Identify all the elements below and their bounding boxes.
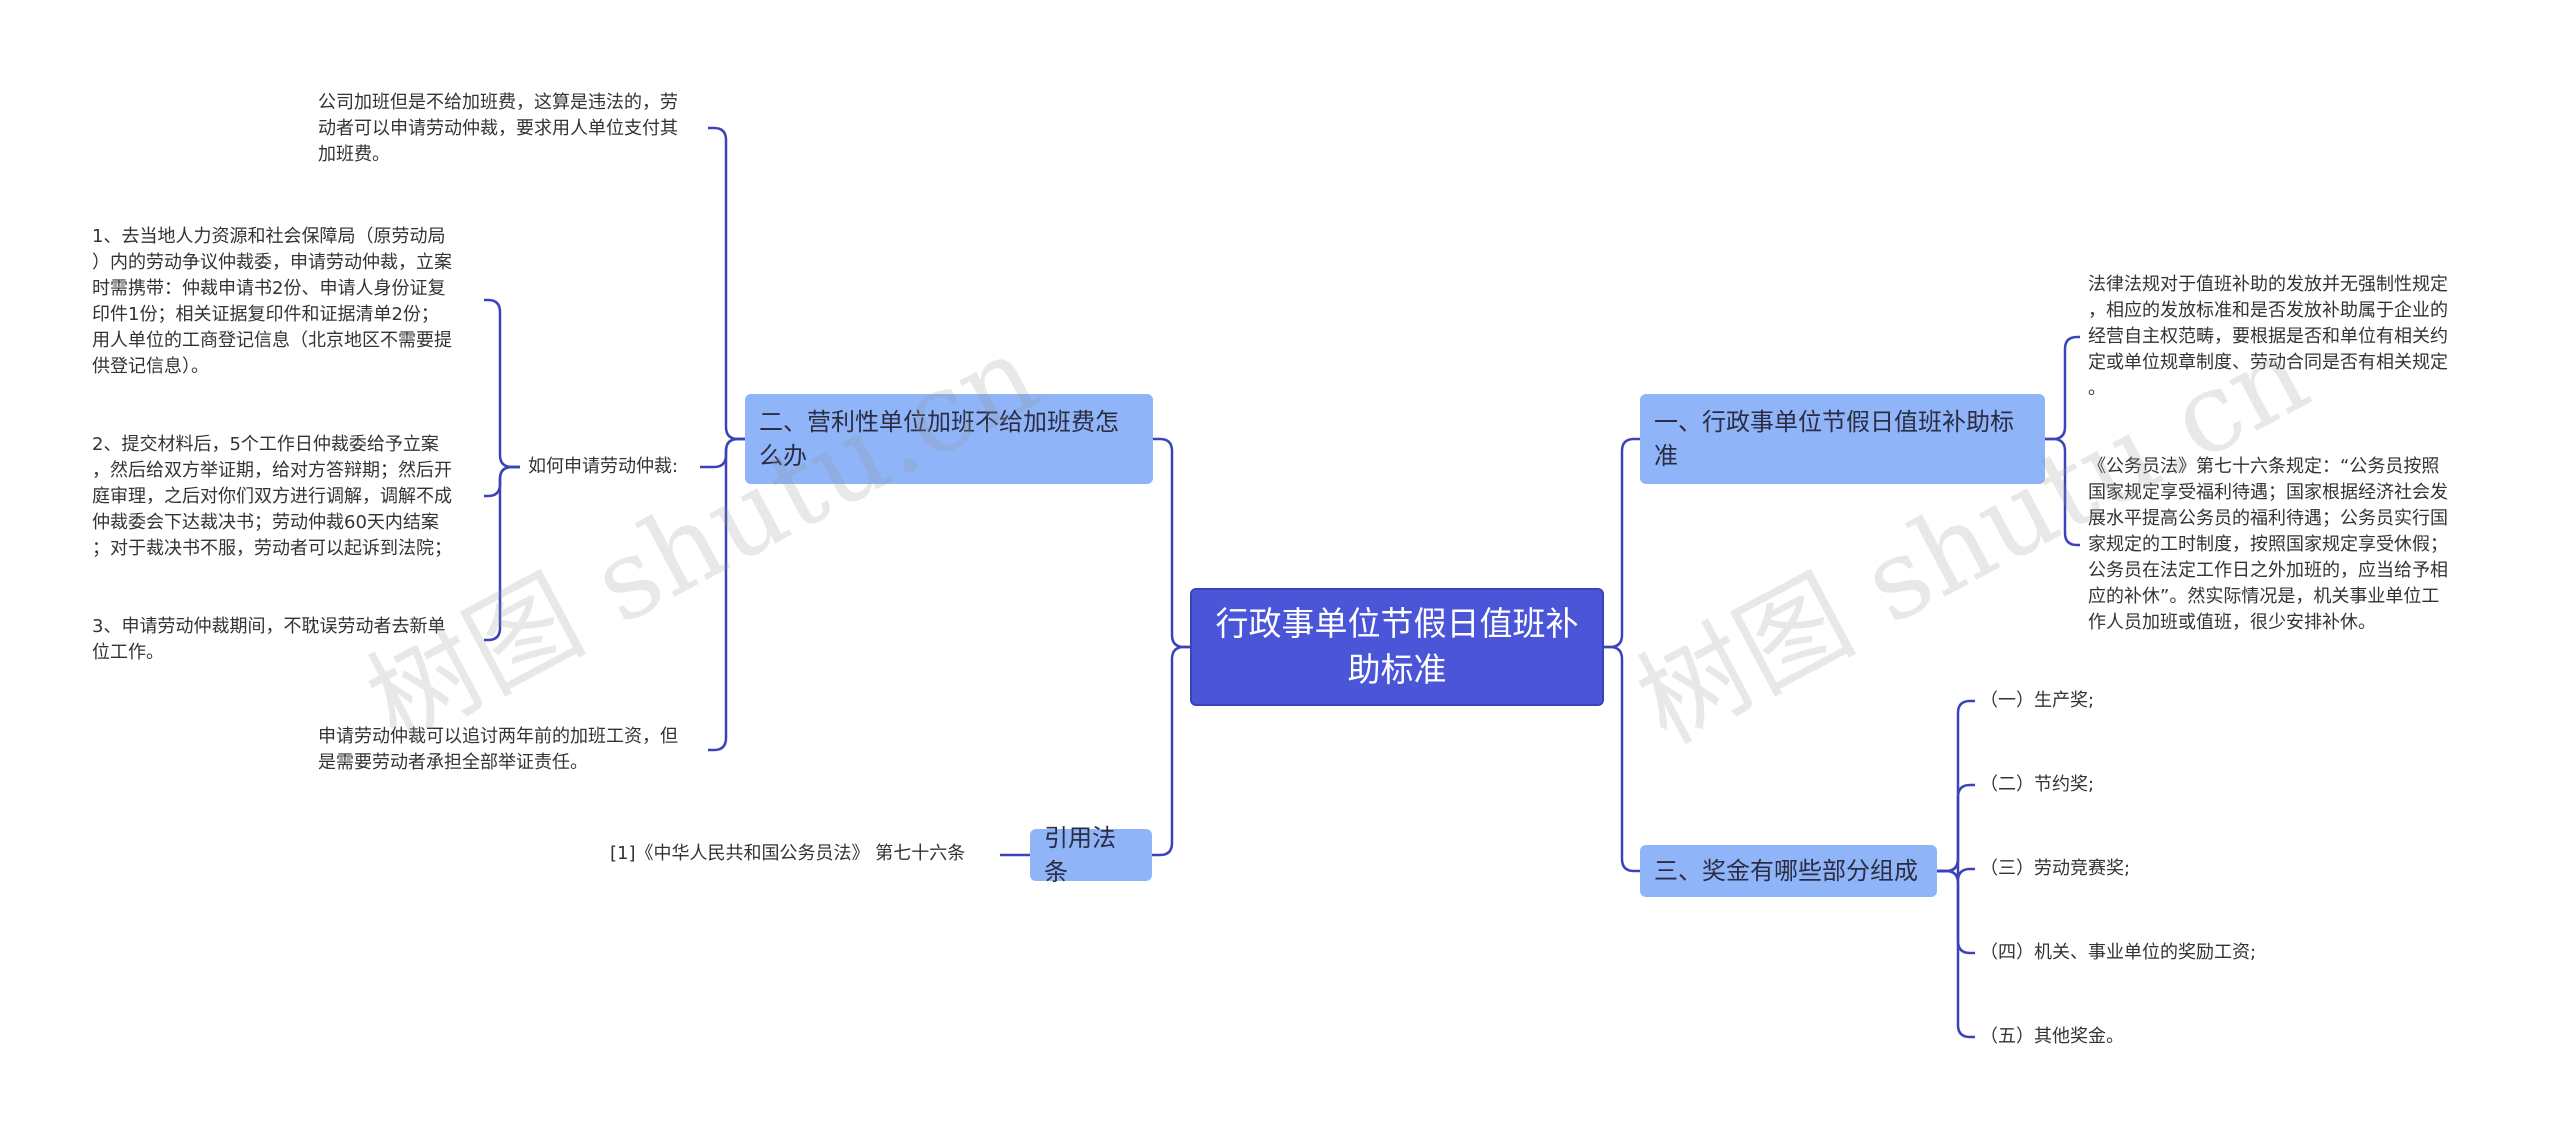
edge-root-to-bonus xyxy=(1604,645,1640,873)
branch-holiday-subsidy-label: 一、行政事单位节假日值班补助标准 xyxy=(1654,408,2014,470)
bonus-item: （五）其他奖金。 xyxy=(1980,1024,2124,1050)
text-line: 公司加班但是不给加班费，这算是违法的，劳 xyxy=(318,92,678,113)
bonus-item: （一）生产奖; xyxy=(1980,688,2094,714)
text-line: 作人员加班或值班，很少安排补休。 xyxy=(2088,612,2376,633)
text-line: 3、申请劳动仲裁期间，不耽误劳动者去新单 xyxy=(92,616,446,637)
text-line: 位工作。 xyxy=(92,642,164,663)
text-line: 公务员在法定工作日之外加班的，应当给予相 xyxy=(2088,560,2448,581)
arbitration-subtopic[interactable]: 如何申请劳动仲裁: xyxy=(528,454,678,480)
text-line: 仲裁委会下达裁决书；劳动仲裁60天内结案 xyxy=(92,512,439,533)
overtime-note-top: 公司加班但是不给加班费，这算是违法的，劳 动者可以申请劳动仲裁，要求用人单位支付… xyxy=(318,90,678,168)
text-line: ，相应的发放标准和是否发放补助属于企业的 xyxy=(2088,300,2448,321)
edge-arbitration-to-step-3 xyxy=(484,465,520,642)
text-line: ，然后给双方举证期，给对方答辩期；然后开 xyxy=(92,460,452,481)
branch-cited-law[interactable]: 引用法条 xyxy=(1030,824,1152,886)
text-line: 动者可以申请劳动仲裁，要求用人单位支付其 xyxy=(318,118,678,139)
civil-servant-law-note: 《公务员法》第七十六条规定：“公务员按照 国家规定享受福利待遇；国家根据经济社会… xyxy=(2088,454,2448,636)
text-line: 用人单位的工商登记信息（北京地区不需要提 xyxy=(92,330,452,351)
branch-cited-law-label: 引用法条 xyxy=(1044,824,1116,886)
text-line: 应的补休”。然实际情况是，机关事业单位工 xyxy=(2088,586,2440,607)
text-line: ；对于裁决书不服，劳动者可以起诉到法院； xyxy=(92,538,452,559)
edge-arbitration-to-step-1 xyxy=(484,298,520,469)
edge-subsidy-to-law xyxy=(2045,437,2080,547)
text-line: 2、提交材料后，5个工作日仲裁委给予立案 xyxy=(92,434,439,455)
arbitration-step-3: 3、申请劳动仲裁期间，不耽误劳动者去新单 位工作。 xyxy=(92,614,445,666)
text-line: 经营自主权范畴，要根据是否和单位有相关约 xyxy=(2088,326,2448,347)
text-line: 是需要劳动者承担全部举证责任。 xyxy=(318,752,588,773)
root-topic[interactable]: 行政事单位节假日值班补助标准 xyxy=(1190,588,1604,706)
edge-root-to-subsidy xyxy=(1604,437,1640,649)
cited-law-item-text: [1]《中华人民共和国公务员法》 第七十六条 xyxy=(610,843,966,864)
edge-subsidy-to-rule xyxy=(2045,335,2080,441)
bonus-item: （四）机关、事业单位的奖励工资; xyxy=(1980,940,2256,966)
bonus-item-text: （三）劳动竞赛奖; xyxy=(1980,858,2131,879)
text-line: 加班费。 xyxy=(318,144,390,165)
text-line: 庭审理，之后对你们双方进行调解，调解不成 xyxy=(92,486,452,507)
subsidy-rule-note: 法律法规对于值班补助的发放并无强制性规定 ，相应的发放标准和是否发放补助属于企业… xyxy=(2088,272,2448,402)
branch-overtime-pay[interactable]: 二、营利性单位加班不给加班费怎么办 xyxy=(745,394,1153,484)
arbitration-subtopic-label: 如何申请劳动仲裁: xyxy=(528,456,679,477)
text-line: 申请劳动仲裁可以追讨两年前的加班工资，但 xyxy=(318,726,678,747)
arbitration-step-2: 2、提交材料后，5个工作日仲裁委给予立案 ，然后给双方举证期，给对方答辩期；然后… xyxy=(92,432,452,562)
text-line: 《公务员法》第七十六条规定：“公务员按照 xyxy=(2088,456,2440,477)
text-line: 印件1份；相关证据复印件和证据清单2份； xyxy=(92,304,439,325)
bonus-item-text: （二）节约奖; xyxy=(1980,774,2095,795)
text-line: 供登记信息）。 xyxy=(92,356,209,377)
branch-overtime-pay-label: 二、营利性单位加班不给加班费怎么办 xyxy=(759,408,1119,470)
text-line: ）内的劳动争议仲裁委，申请劳动仲裁，立案 xyxy=(92,252,452,273)
text-line: 1、去当地人力资源和社会保障局（原劳动局 xyxy=(92,226,446,247)
text-line: 展水平提高公务员的福利待遇；公务员实行国 xyxy=(2088,508,2448,529)
branch-holiday-subsidy[interactable]: 一、行政事单位节假日值班补助标准 xyxy=(1640,394,2045,484)
edge-bonus-to-item-5 xyxy=(1937,869,1975,1039)
text-line: 时需携带：仲裁申请书2份、申请人身份证复 xyxy=(92,278,446,299)
edge-root-to-overtime xyxy=(1153,437,1190,649)
edge-overtime-to-arbitration xyxy=(700,437,745,469)
branch-bonus-components[interactable]: 三、奖金有哪些部分组成 xyxy=(1640,845,1937,897)
bonus-item-text: （一）生产奖; xyxy=(1980,690,2095,711)
edge-bonus-to-item-2 xyxy=(1937,783,1975,873)
text-line: 国家规定享受福利待遇；国家根据经济社会发 xyxy=(2088,482,2448,503)
text-line: 法律法规对于值班补助的发放并无强制性规定 xyxy=(2088,274,2448,295)
text-line: 定或单位规章制度、劳动合同是否有相关规定 xyxy=(2088,352,2448,373)
root-topic-label: 行政事单位节假日值班补助标准 xyxy=(1215,604,1579,689)
bonus-item: （三）劳动竞赛奖; xyxy=(1980,856,2130,882)
bonus-item-text: （五）其他奖金。 xyxy=(1980,1026,2124,1047)
arbitration-step-1: 1、去当地人力资源和社会保障局（原劳动局 ）内的劳动争议仲裁委，申请劳动仲裁，立… xyxy=(92,224,452,380)
branch-bonus-components-label: 三、奖金有哪些部分组成 xyxy=(1654,857,1918,885)
edge-root-to-cited-law xyxy=(1152,645,1190,857)
text-line: 家规定的工时制度，按照国家规定享受休假； xyxy=(2088,534,2448,555)
edge-bonus-to-item-4 xyxy=(1937,869,1975,955)
cited-law-item: [1]《中华人民共和国公务员法》 第七十六条 xyxy=(610,841,965,867)
edge-overtime-to-note-top xyxy=(708,126,745,441)
edge-overtime-to-note-bottom xyxy=(708,437,745,752)
text-line: 。 xyxy=(2088,378,2106,399)
bonus-item: （二）节约奖; xyxy=(1980,772,2094,798)
overtime-note-bottom: 申请劳动仲裁可以追讨两年前的加班工资，但 是需要劳动者承担全部举证责任。 xyxy=(318,724,678,776)
bonus-item-text: （四）机关、事业单位的奖励工资; xyxy=(1980,942,2257,963)
